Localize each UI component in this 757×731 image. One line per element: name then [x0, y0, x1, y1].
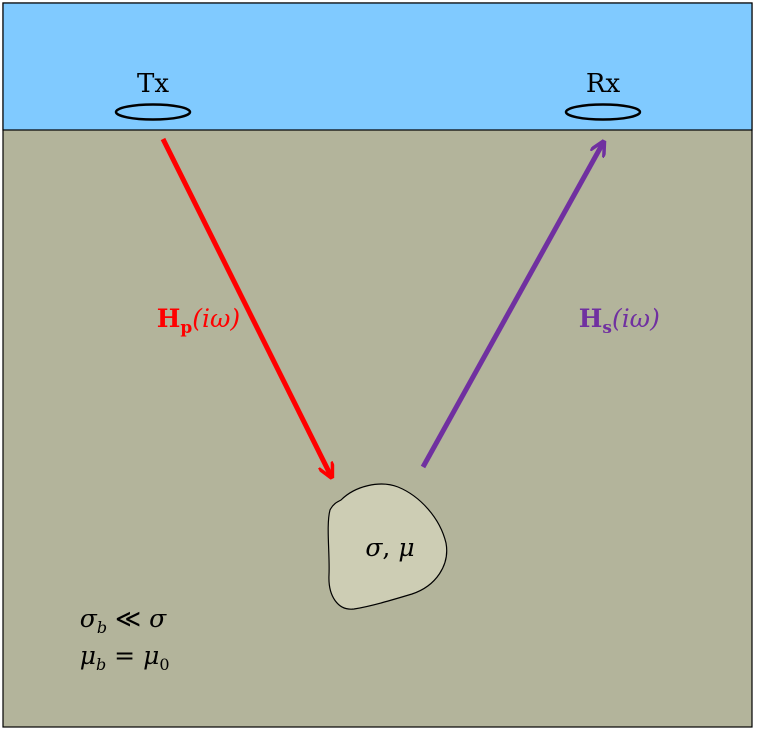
- background-equals: =: [106, 641, 143, 670]
- primary-field-arrow: [160, 137, 331, 476]
- receiver-label: Rx: [586, 69, 621, 99]
- primary-field-argument: (iω): [192, 304, 240, 333]
- secondary-field-subscript: s: [602, 318, 612, 338]
- secondary-field-label: Hs(iω): [539, 304, 684, 338]
- background-mu-subscript: b: [96, 655, 106, 674]
- secondary-field-argument: (iω): [612, 304, 660, 333]
- target-separator: ,: [382, 533, 398, 562]
- primary-field-symbol: H: [157, 304, 181, 333]
- background-sigma-subscript: b: [97, 618, 107, 637]
- background-much-less-than: ≪: [107, 604, 149, 633]
- free-space-mu-subscript: 0: [159, 655, 169, 674]
- target-mu: μ: [398, 533, 414, 562]
- primary-field-subscript: p: [180, 318, 192, 338]
- receiver-loop-icon: [564, 103, 642, 121]
- background-sigma: σ: [80, 604, 98, 633]
- background-permeability-relation: μb = μ0: [40, 641, 193, 676]
- transmitter: Tx: [114, 69, 192, 121]
- secondary-field-arrow: [420, 143, 603, 469]
- target-outline: [327, 483, 448, 610]
- target-body: σ, μ: [310, 483, 455, 610]
- free-space-mu: μ: [143, 641, 159, 670]
- air-region: [2, 2, 753, 131]
- target-sigma-reference: σ: [149, 604, 167, 633]
- secondary-field-symbol: H: [579, 304, 603, 333]
- background-mu: μ: [80, 641, 96, 670]
- target-properties-label: σ, μ: [310, 533, 455, 562]
- background-conductivity-relation: σb ≪ σ: [40, 604, 190, 637]
- target-sigma: σ: [365, 533, 383, 562]
- transmitter-loop-icon: [114, 103, 192, 121]
- primary-field-label: Hp(iω): [117, 304, 264, 338]
- transmitter-label: Tx: [137, 69, 169, 99]
- receiver: Rx: [564, 69, 642, 121]
